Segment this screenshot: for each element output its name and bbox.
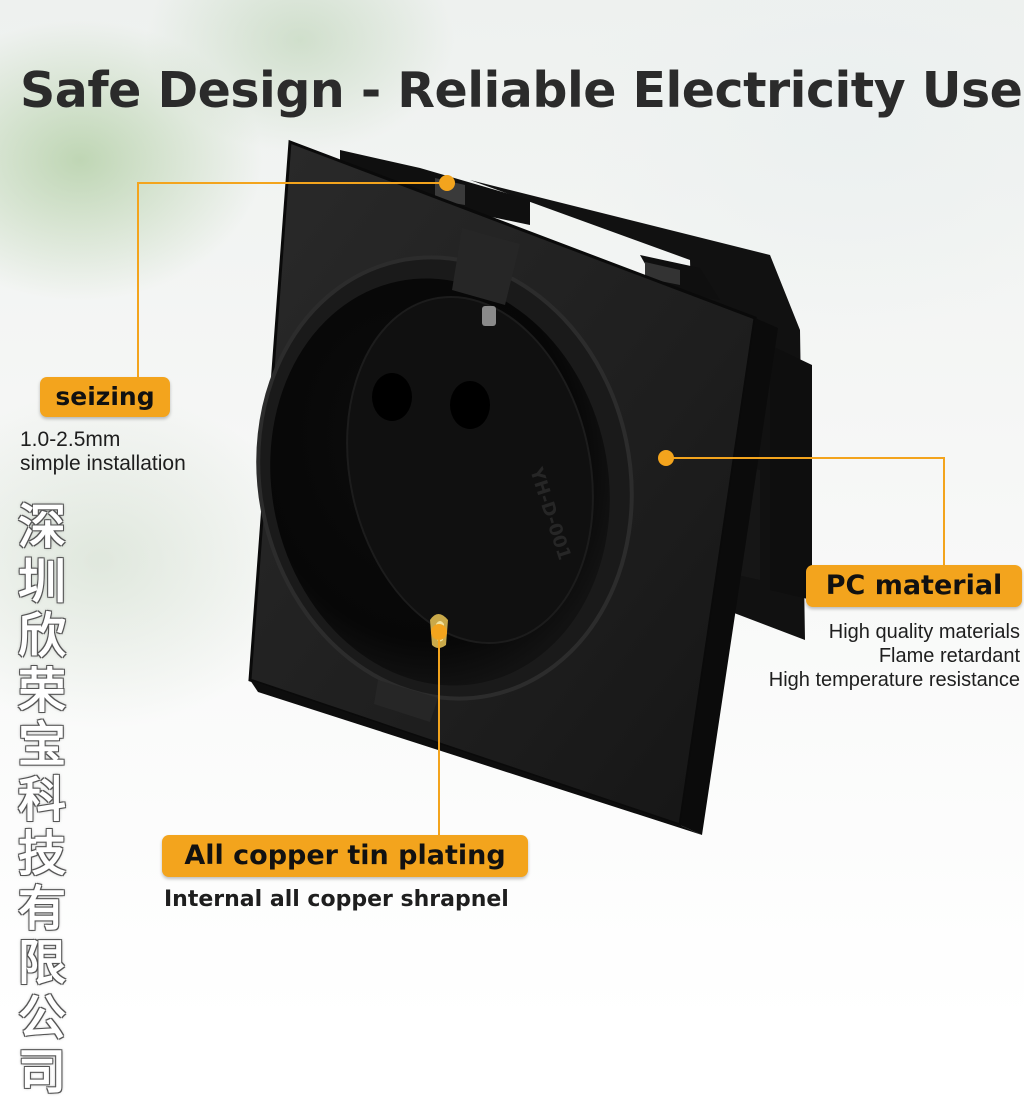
pc-line: Flame retardant: [878, 645, 1020, 667]
company-char: 公: [17, 989, 66, 1046]
company-name-vertical: 深 圳 欣 荣 宝 科 技 有 限 公 司: [14, 500, 70, 1100]
company-char: 科: [17, 771, 66, 828]
socket-top-key: [452, 228, 520, 305]
company-char: 圳: [17, 553, 66, 610]
pc-material-description: High quality materials Flame retardant H…: [769, 620, 1020, 692]
company-char: 荣: [17, 662, 66, 719]
pc-line: High quality materials: [828, 621, 1020, 643]
socket-product-image: YH-D-001: [248, 139, 812, 835]
copper-plating-label: All copper tin plating: [162, 835, 528, 877]
company-char: 深: [17, 499, 66, 555]
leader-lines: [137, 175, 945, 835]
pc-line: High temperature resistance: [768, 669, 1020, 691]
company-char: 宝: [17, 717, 66, 773]
copper-plating-description: Internal all copper shrapnel: [164, 888, 509, 912]
company-char: 技: [17, 826, 66, 882]
leader-dot-seizing: [439, 175, 455, 191]
copper-line: Internal all copper shrapnel: [164, 887, 509, 912]
company-char: 欣: [17, 608, 66, 664]
leader-pc: [666, 457, 945, 565]
leader-dot-copper: [431, 624, 447, 640]
page-title: Safe Design - Reliable Electricity Use: [20, 62, 1023, 119]
socket-bottom-key: [374, 680, 438, 722]
pin-hole-right: [450, 381, 490, 429]
company-char: 有: [17, 880, 66, 937]
seizing-description: 1.0-2.5mm simple installation: [20, 428, 186, 476]
seizing-line: simple installation: [20, 452, 186, 475]
socket-recess: [256, 255, 634, 701]
seizing-label: seizing: [40, 377, 170, 417]
leader-dot-pc: [658, 450, 674, 466]
seizing-line: 1.0-2.5mm: [20, 428, 121, 451]
company-char: 限: [17, 935, 66, 991]
leader-seizing: [137, 182, 445, 377]
company-char: 司: [17, 1044, 66, 1100]
pin-hole-left: [372, 373, 412, 421]
pc-material-label: PC material: [806, 565, 1022, 607]
